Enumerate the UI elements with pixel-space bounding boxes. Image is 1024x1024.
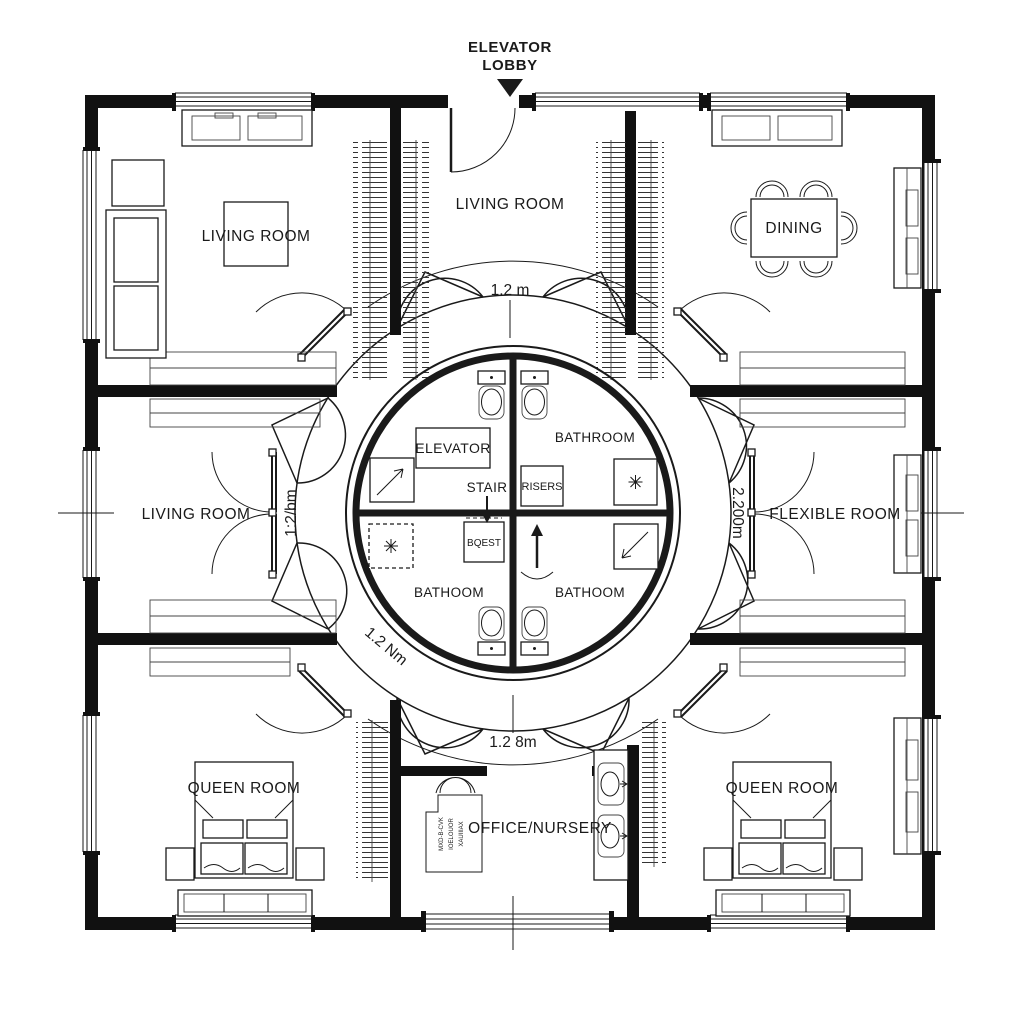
room-label-queen-left: QUEEN ROOM [188, 780, 301, 797]
window-left-bottom [82, 712, 100, 855]
living-room-label-box [223, 201, 289, 267]
window-bottom-right [707, 914, 850, 932]
room-label-office: OFFICE/NURSERY [468, 820, 612, 837]
svg-text:MXD-B-CVK: MXD-B-CVK [439, 817, 445, 851]
core-label-guest: BQEST [467, 538, 501, 549]
sofa [105, 159, 167, 359]
core-label-bathroom-sw: BATHOOM [414, 585, 484, 600]
core-ring [345, 345, 681, 681]
dimension-right: 2.200m [729, 487, 746, 539]
window-top-right [707, 92, 850, 111]
core-label-risers: RISERS [522, 481, 563, 493]
lobby-arrow-icon [497, 79, 523, 97]
east-double-door [747, 448, 815, 579]
lobby-title-line1: ELEVATOR [468, 39, 552, 56]
office-desk [425, 777, 483, 873]
core-label-bathroom-ne: BATHROOM [555, 430, 635, 445]
window-top-center [532, 92, 703, 111]
west-double-door [211, 448, 277, 579]
core-label-bathroom-se: BATHOOM [555, 585, 625, 600]
stair-down-arrow [481, 496, 493, 523]
window-left-middle [82, 447, 100, 581]
dimension-leaders [509, 300, 514, 733]
window-right-top [923, 159, 941, 293]
window-bottom-left [172, 914, 315, 932]
door-teeth [271, 271, 755, 755]
svg-text:IOELOUOR: IOELOUOR [449, 818, 455, 850]
dimension-top: 1.2 m [491, 282, 530, 299]
window-bottom-center [421, 911, 614, 932]
toilet-icon-sw [477, 606, 506, 656]
guest-box [463, 517, 505, 563]
queen-bed-left [165, 761, 325, 917]
risers-box [520, 465, 564, 511]
window-top-left [172, 92, 315, 111]
core-label-elevator: ELEVATOR [415, 440, 491, 456]
right-wall-cabinets [893, 167, 922, 855]
room-label-dining: DINING [765, 220, 822, 237]
entrance-door [448, 93, 519, 173]
desk-text: MXD-B-CVK IOELOUOR XAUIIIAX [439, 817, 465, 851]
room-label-queen-right: QUEEN ROOM [726, 780, 839, 797]
room-label-living-top-center: LIVING ROOM [456, 196, 565, 213]
shaft-box-sw [368, 523, 414, 569]
toilet-icon-se [520, 606, 549, 656]
window-right-bottom [923, 715, 941, 855]
core-label-stair: STAIR [467, 480, 508, 495]
dining-table [730, 180, 858, 278]
elevator-box [415, 427, 491, 469]
shaft-box-se [613, 523, 659, 570]
shaft-box-ne [613, 458, 658, 506]
corner-doors [255, 292, 771, 734]
room-label-living-mid-left: LIVING ROOM [142, 506, 251, 523]
dimension-bottom: 1.2 8m [489, 734, 536, 751]
toilet-icon-ne [520, 370, 549, 420]
shaft-box-nw [369, 457, 415, 503]
stair-up-arrow [520, 524, 554, 580]
dimension-left: 1:2/bm [283, 489, 300, 536]
room-label-living-top-left: LIVING ROOM [202, 228, 311, 245]
hatch-combs [149, 140, 906, 882]
top-wall-cabinets [181, 109, 843, 147]
svg-text:XAUIIIAX: XAUIIIAX [459, 821, 465, 846]
bathroom-sinks [593, 749, 629, 881]
windows [82, 92, 941, 932]
room-label-flexible: FLEXIBLE ROOM [769, 506, 900, 523]
window-left-top [82, 147, 100, 343]
interior-walls [97, 107, 923, 918]
toilet-icon-nw [477, 370, 506, 420]
queen-bed-right [703, 761, 863, 917]
lobby-title-line2: LOBBY [482, 57, 538, 74]
elevator-lobby-callout: ELEVATOR LOBBY [468, 39, 552, 97]
window-right-middle [923, 447, 941, 581]
